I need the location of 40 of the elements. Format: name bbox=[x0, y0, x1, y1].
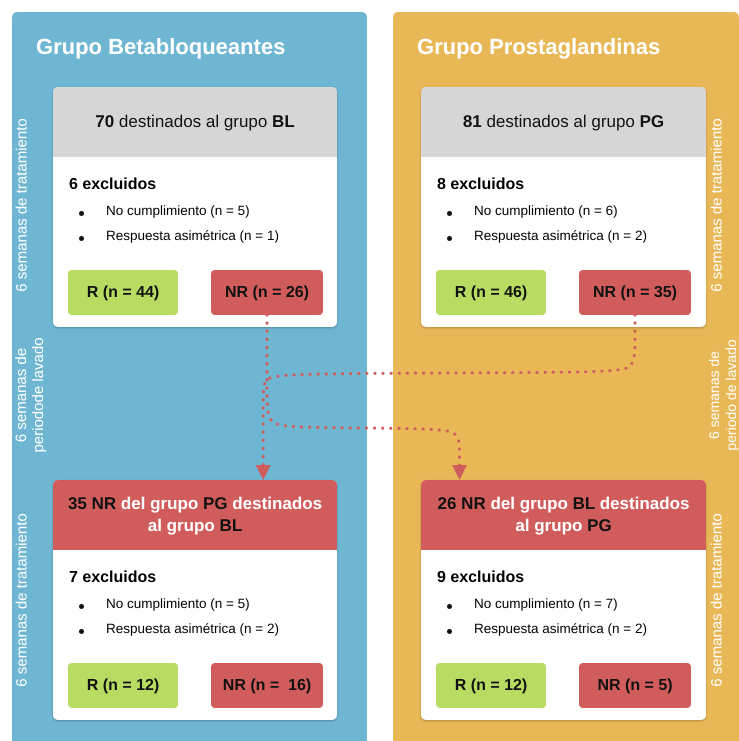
bullet-item: Respuesta asimétrica (n = 2) bbox=[474, 621, 647, 636]
bullet-item: Respuesta asimétrica (n = 2) bbox=[106, 621, 279, 636]
card-heading: 81 destinados al grupo PG bbox=[462, 111, 664, 133]
card-heading: 35 NR del grupo PG destinados al grupo BL bbox=[66, 493, 324, 537]
group-panel bbox=[393, 12, 739, 741]
group-card bbox=[421, 87, 706, 327]
result-badge: NR (n = 35) bbox=[579, 270, 691, 315]
result-badge: NR (n = 26) bbox=[211, 270, 323, 315]
result-badge: NR (n = 5) bbox=[579, 663, 691, 708]
result-badge: R (n = 44) bbox=[68, 270, 178, 315]
bullet-item: No cumplimiento (n = 5) bbox=[106, 203, 250, 218]
result-badge: NR (n = 16) bbox=[211, 663, 323, 708]
dotted-arrow bbox=[256, 314, 636, 482]
card-heading: 26 NR del grupo BL destinados al grupo PG bbox=[436, 493, 690, 537]
bullet-item: Respuesta asimétrica (n = 1) bbox=[106, 228, 279, 243]
bullet-item: Respuesta asimétrica (n = 2) bbox=[474, 228, 647, 243]
side-label: 6 semanas de tratamiento bbox=[708, 513, 726, 687]
bullet-item: No cumplimiento (n = 5) bbox=[106, 596, 250, 611]
excluded-heading: 9 excluidos bbox=[437, 569, 524, 587]
result-badge: R (n = 12) bbox=[436, 663, 546, 708]
side-label: 6 semanas de tratamiento bbox=[14, 118, 30, 292]
bullet-item: No cumplimiento (n = 7) bbox=[474, 596, 618, 611]
group-card bbox=[53, 87, 337, 327]
group-card bbox=[53, 480, 337, 720]
excluded-heading: 6 excluidos bbox=[69, 176, 156, 194]
side-label: 6 semanas de periodode lavado bbox=[13, 336, 47, 455]
card-heading: 70 destinados al grupo BL bbox=[95, 111, 295, 133]
bullet-item: No cumplimiento (n = 6) bbox=[474, 203, 618, 218]
dotted-arrow bbox=[266, 314, 467, 482]
excluded-heading: 7 excluidos bbox=[69, 569, 156, 587]
result-badge: R (n = 12) bbox=[68, 663, 178, 708]
result-badge: R (n = 46) bbox=[436, 270, 546, 315]
group-card bbox=[421, 480, 706, 720]
panel-title: Grupo Betabloqueantes bbox=[36, 34, 286, 60]
side-label: 6 semanas de periodo de lavado bbox=[706, 338, 739, 453]
side-label: 6 semanas de tratamiento bbox=[14, 513, 30, 687]
group-panel bbox=[12, 12, 367, 741]
excluded-heading: 8 excluidos bbox=[437, 176, 524, 194]
panel-title: Grupo Prostaglandinas bbox=[417, 34, 660, 60]
side-label: 6 semanas de tratamiento bbox=[708, 118, 726, 292]
